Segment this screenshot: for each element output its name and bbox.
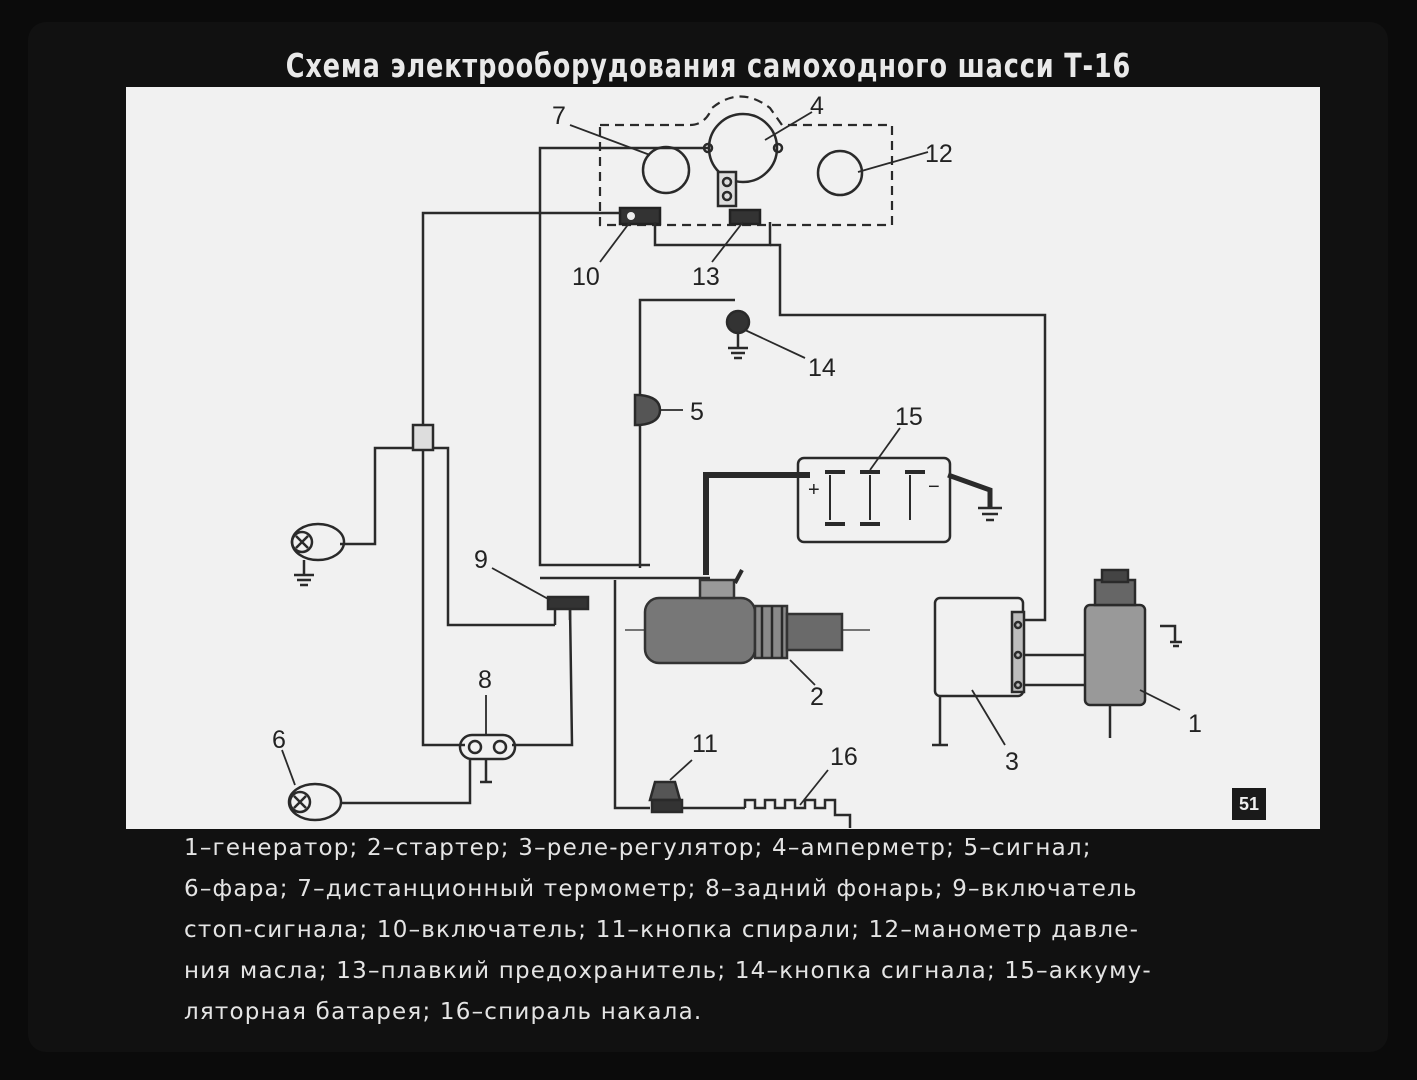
legend-line: ляторная батарея; 16–спираль накала. bbox=[184, 999, 703, 1025]
label-6: 6 bbox=[272, 726, 286, 754]
label-5: 5 bbox=[690, 398, 704, 426]
oil-pressure-gauge bbox=[816, 149, 864, 197]
relay-regulator-3 bbox=[932, 596, 1026, 747]
label-12: 12 bbox=[925, 140, 953, 168]
starter-2 bbox=[625, 569, 870, 686]
label-1: 1 bbox=[1188, 710, 1202, 738]
label-13: 13 bbox=[692, 263, 720, 291]
label-11: 11 bbox=[692, 730, 718, 758]
glow-button-11 bbox=[648, 759, 693, 814]
diagram-title: Схема электрооборудования самоходного ша… bbox=[285, 46, 1132, 85]
legend-line: ния масла; 13–плавкий предохранитель; 14… bbox=[184, 958, 1152, 984]
headlight-top bbox=[290, 522, 346, 587]
label-9: 9 bbox=[474, 546, 488, 574]
label-3: 3 bbox=[1005, 748, 1019, 776]
battery-15 bbox=[796, 456, 952, 544]
label-8: 8 bbox=[478, 666, 492, 694]
thermometer-gauge bbox=[641, 145, 691, 195]
ground-symbol bbox=[978, 506, 1002, 522]
label-4: 4 bbox=[810, 92, 824, 120]
junction-block bbox=[411, 423, 435, 452]
fuse-13 bbox=[728, 208, 762, 226]
legend-caption: 1–генератор; 2–стартер; 3–реле-регулятор… bbox=[184, 828, 1274, 1033]
slide-number: 51 bbox=[1232, 788, 1266, 820]
glow-coil-16 bbox=[743, 769, 852, 828]
headlight-6 bbox=[287, 782, 343, 822]
battery-plus: + bbox=[808, 479, 820, 501]
battery-minus: − bbox=[928, 476, 940, 498]
generator-1 bbox=[1083, 568, 1182, 738]
rear-light-8 bbox=[458, 695, 517, 784]
label-15: 15 bbox=[895, 403, 923, 431]
label-16: 16 bbox=[830, 743, 858, 771]
switch-10 bbox=[618, 206, 662, 226]
battery-cable bbox=[703, 472, 810, 575]
legend-line: стоп-сигнала; 10–включатель; 11–кнопка с… bbox=[184, 917, 1140, 943]
label-14: 14 bbox=[808, 354, 836, 382]
label-10: 10 bbox=[572, 263, 600, 291]
label-2: 2 bbox=[810, 683, 824, 711]
instrument-panel bbox=[598, 95, 894, 227]
battery-ground-cable bbox=[947, 472, 993, 508]
legend-line: 1–генератор; 2–стартер; 3–реле-регулятор… bbox=[184, 835, 1092, 861]
legend-line: 6–фара; 7–дистанционный термометр; 8–зад… bbox=[184, 876, 1138, 902]
wires bbox=[340, 146, 1177, 810]
horn-5 bbox=[633, 393, 662, 427]
stop-switch-9 bbox=[491, 567, 590, 625]
label-7: 7 bbox=[552, 102, 566, 130]
